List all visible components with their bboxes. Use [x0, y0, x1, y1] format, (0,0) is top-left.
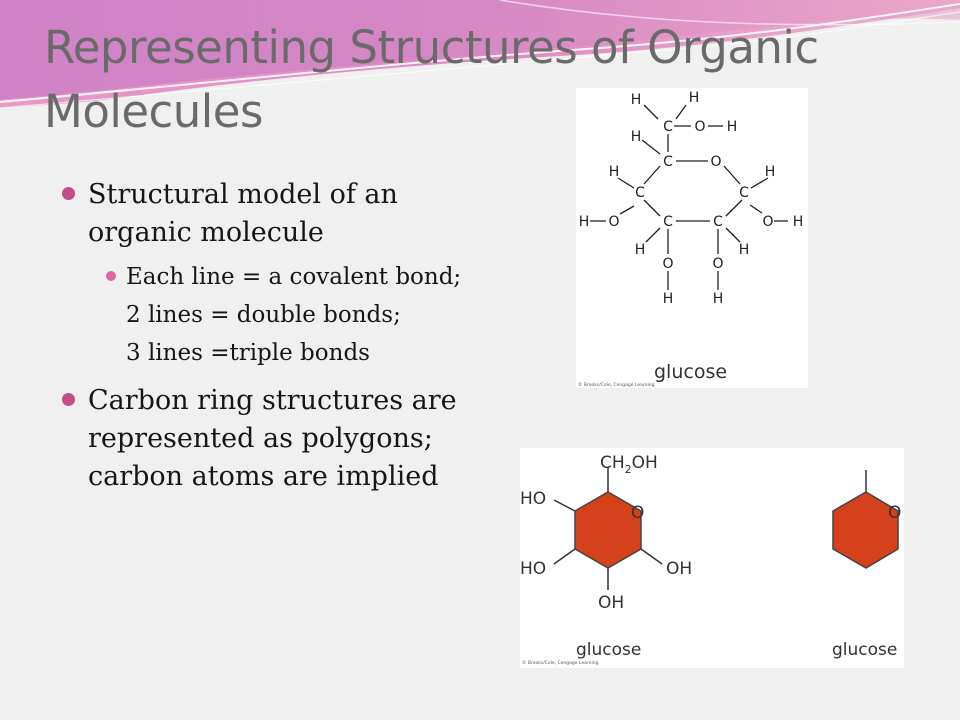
- atom-oxygen-label: O: [662, 256, 673, 272]
- figure-credit: © Brooks/Cole, Cengage Learning: [522, 659, 599, 666]
- bullet-structural-model: Structural model of an organic molecule: [60, 176, 520, 252]
- bullet-dot-icon: [62, 187, 75, 200]
- structural-figure-caption: glucose: [654, 361, 727, 383]
- atom-oxygen-label: O: [710, 154, 721, 170]
- atom-hydrogen-label: H: [663, 291, 674, 307]
- atom-carbon-label: C: [663, 154, 673, 170]
- bullet-text-line: organic molecule: [88, 217, 324, 248]
- atom-hydrogen-label: H: [635, 242, 646, 258]
- header-wave-decoration: [0, 0, 960, 109]
- ho-group-label: HO: [520, 489, 546, 509]
- ring-oxygen-label: O: [888, 503, 901, 523]
- atom-oxygen-label: O: [608, 214, 619, 230]
- bullet-text-line: carbon atoms are implied: [88, 461, 439, 492]
- bullet-text-line: Structural model of an: [88, 179, 398, 210]
- bullet-carbon-rings: Carbon ring structures are represented a…: [60, 382, 520, 496]
- glucose-ring-hexagon-simplified: [832, 491, 899, 569]
- atom-carbon-label: C: [713, 214, 723, 230]
- atom-hydrogen-label: H: [793, 214, 804, 230]
- ring-figure-caption-right: glucose: [832, 640, 897, 660]
- glucose-ring-figure: CH2OH HO O HO OH OH glucose O glucose © …: [520, 448, 904, 668]
- slide-title: Representing Structures of Organic Molec…: [44, 21, 819, 138]
- ring-oxygen-label: O: [631, 503, 644, 523]
- bullet-text-line: represented as polygons;: [88, 423, 433, 454]
- glucose-structural-figure: H H C O H H C O H H C C H O C C O H H H: [576, 88, 808, 388]
- sub-bullet-text-line: Each line = a covalent bond;: [126, 264, 462, 290]
- atom-hydrogen-label: H: [713, 291, 724, 307]
- atom-hydrogen-label: H: [631, 129, 642, 145]
- bullet-text-line: Carbon ring structures are: [88, 385, 457, 416]
- atom-carbon-label: C: [635, 185, 645, 201]
- ch2oh-label: CH2OH: [600, 453, 658, 476]
- bullet-dot-icon: [62, 393, 75, 406]
- atom-hydrogen-label: H: [739, 242, 750, 258]
- atom-carbon-label: C: [663, 119, 673, 135]
- atom-carbon-label: C: [663, 214, 673, 230]
- atom-hydrogen-label: H: [765, 164, 776, 180]
- ring-figure-caption-left: glucose: [576, 640, 641, 660]
- ho-group-label: HO: [520, 559, 546, 579]
- oh-group-label: OH: [598, 593, 624, 613]
- atom-oxygen-label: O: [762, 214, 773, 230]
- atom-oxygen-label: O: [694, 119, 705, 135]
- figure-credit: © Brooks/Cole, Cengage Learning: [578, 381, 655, 388]
- sub-bullet-dot-icon: [106, 271, 116, 281]
- oh-group-label: OH: [666, 559, 692, 579]
- atom-oxygen-label: O: [712, 256, 723, 272]
- atom-carbon-label: C: [739, 185, 749, 201]
- atom-hydrogen-label: H: [631, 92, 642, 108]
- atom-hydrogen-label: H: [689, 90, 700, 106]
- bullet-list: Structural model of an organic molecule …: [60, 176, 520, 506]
- atom-hydrogen-label: H: [609, 164, 620, 180]
- atom-hydrogen-label: H: [579, 214, 590, 230]
- sub-bullet-bonds: Each line = a covalent bond; 2 lines = d…: [60, 258, 520, 372]
- sub-bullet-text-line: 2 lines = double bonds;: [126, 302, 401, 328]
- sub-bullet-text-line: 3 lines =triple bonds: [126, 340, 370, 366]
- atom-hydrogen-label: H: [727, 119, 738, 135]
